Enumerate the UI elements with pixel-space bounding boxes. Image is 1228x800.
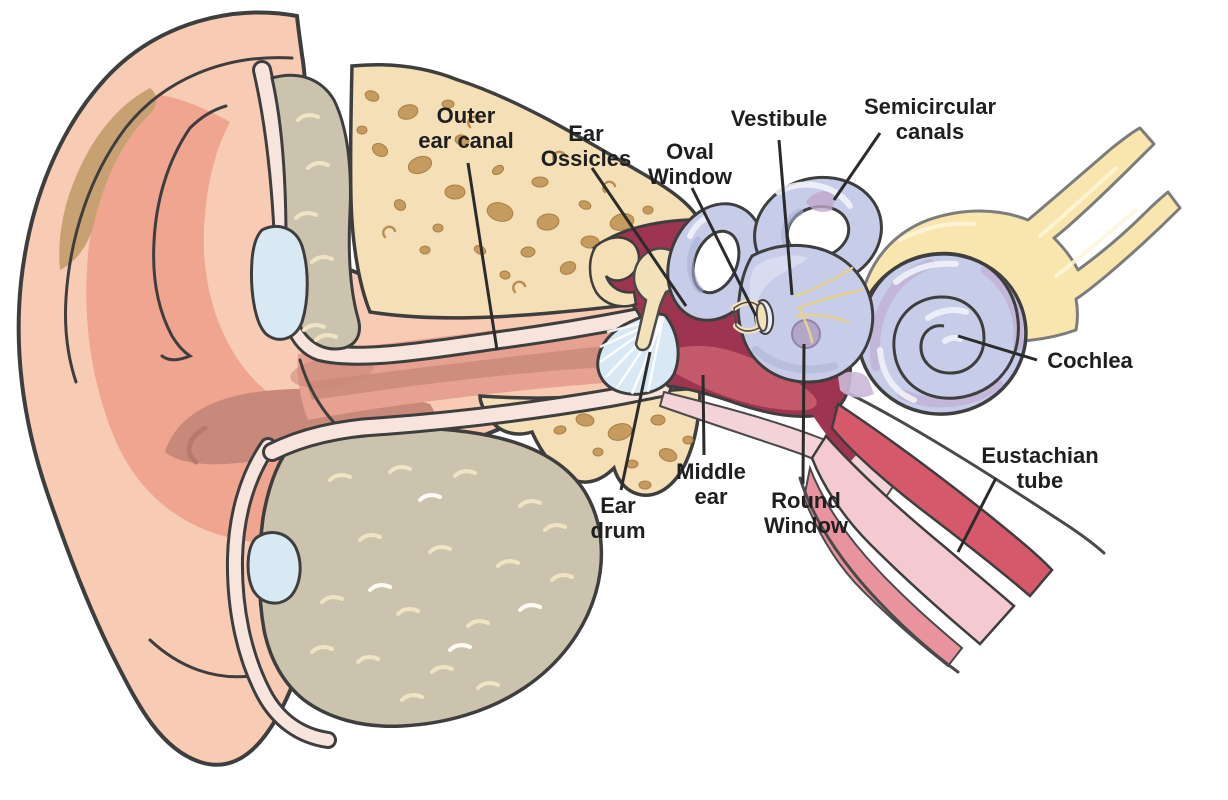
- label-outer-ear-canal: Outer ear canal: [418, 103, 514, 153]
- label-round-window: Round Window: [763, 488, 849, 538]
- concha-curl: [186, 425, 208, 465]
- lower-fold-lining: [225, 437, 337, 749]
- label-vestibule: Vestibule: [730, 106, 828, 131]
- stapes: [731, 299, 769, 334]
- eustachian-tube: [798, 390, 1106, 674]
- leader-ear-drum: [619, 351, 652, 491]
- canal-ampulla-accent: [806, 191, 836, 212]
- cartilage-blue-lower: [246, 531, 302, 605]
- tube-band-red: [830, 401, 1054, 598]
- pinna-folds: [64, 56, 362, 679]
- helix-shadow: [59, 88, 157, 270]
- leader-lines: [466, 132, 1038, 553]
- label-eustachian-tube: Eustachian tube: [981, 443, 1099, 493]
- leader-eustachian-tube: [956, 477, 998, 553]
- leader-outer-ear-canal: [466, 162, 499, 351]
- tube-band-pink: [810, 433, 1016, 646]
- ear-canal-core: [306, 344, 659, 400]
- canal-top-lining: [252, 60, 665, 366]
- label-middle-ear: Middle ear: [676, 459, 746, 509]
- leader-ear-ossicles: [590, 167, 688, 307]
- cochlea-vestibule-junction: [838, 371, 874, 398]
- cartilage-mass: [246, 426, 604, 729]
- leader-round-window: [801, 343, 806, 485]
- label-cochlea: Cochlea: [1047, 348, 1133, 373]
- bone-hook: [588, 236, 641, 308]
- leader-middle-ear: [701, 374, 706, 456]
- cochlea: [856, 251, 1028, 416]
- cartilage-blue-upper: [250, 225, 309, 341]
- tube-band-lightred: [802, 464, 964, 668]
- cartilage-band: [250, 73, 361, 351]
- leader-oval-window: [690, 187, 758, 317]
- label-ear-ossicles: Ear Ossicles: [540, 121, 632, 171]
- leader-semicircular: [832, 132, 882, 201]
- leader-cochlea: [957, 334, 1038, 362]
- label-ear-drum: Ear drum: [590, 493, 646, 543]
- cochlea-spiral: [860, 251, 1020, 400]
- label-semicircular-canals: Semicircular canals: [863, 94, 997, 144]
- label-oval-window: Oval Window: [647, 139, 733, 189]
- vestibule: [736, 243, 875, 384]
- vestibular-nerve-wisps: [794, 266, 864, 344]
- leader-vestibule: [777, 139, 794, 296]
